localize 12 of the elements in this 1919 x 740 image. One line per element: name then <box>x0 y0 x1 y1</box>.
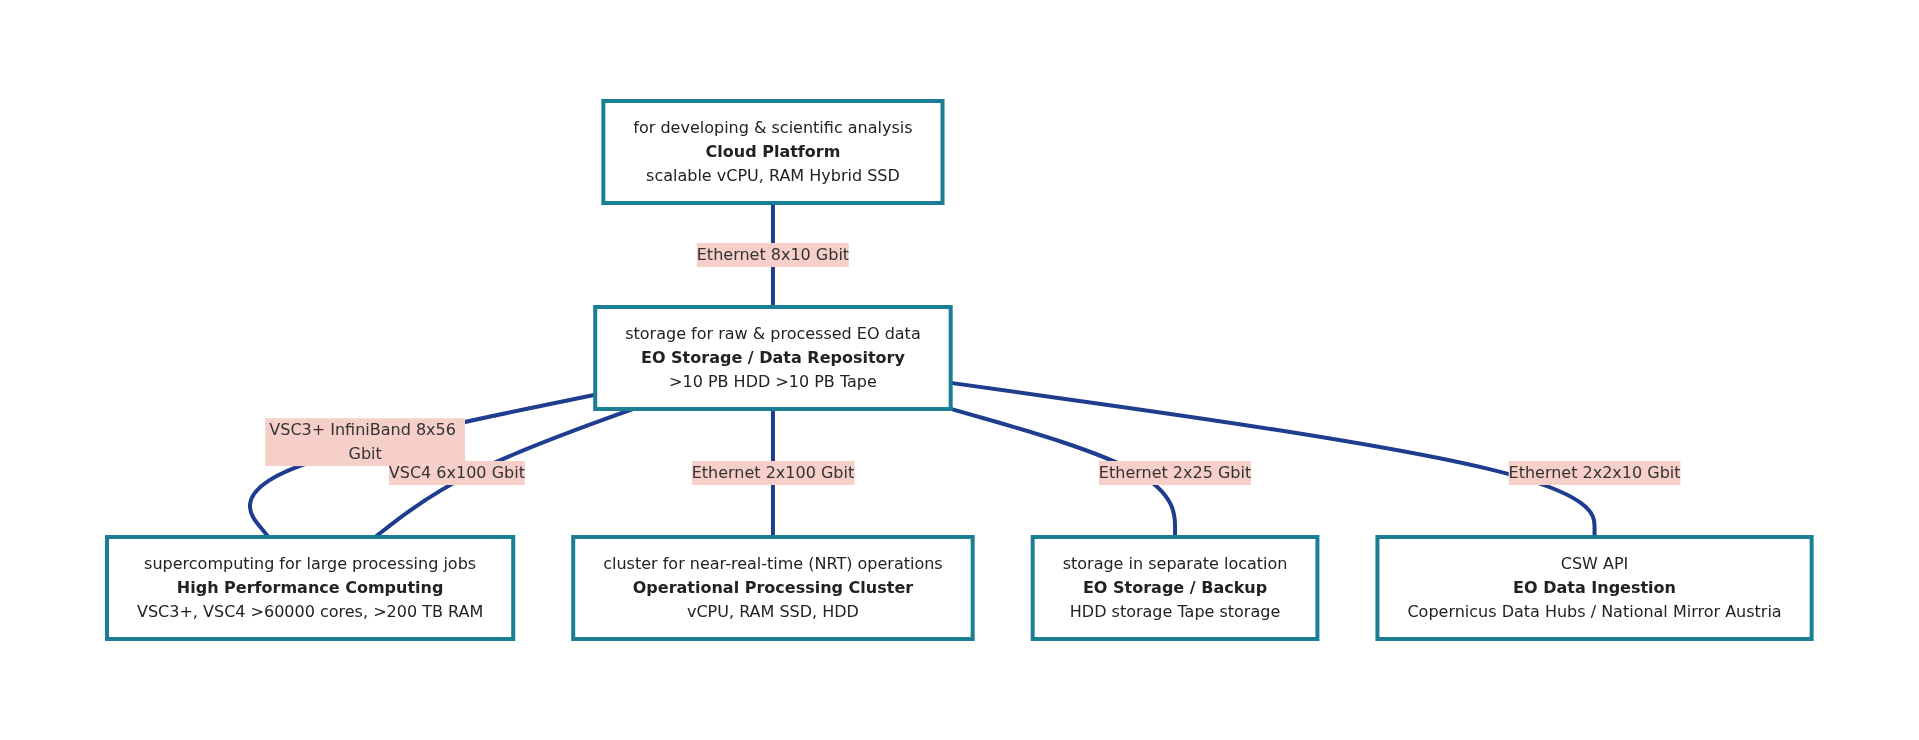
node-box: cluster for near-real-time (NRT) operations Operational Processing Cluster vCPU, RAM SSD, HDD <box>571 535 975 641</box>
node-box: storage for raw & processed EO data EO Storage / Data Repository >10 PB HDD >10 PB Tape <box>593 305 953 411</box>
node-box: storage in separate location EO Storage / Backup HDD storage Tape storage <box>1030 535 1320 641</box>
edge-label: Ethernet 2x2x10 Gbit <box>1508 463 1681 482</box>
edge-label: Ethernet 8x10 Gbit <box>696 245 850 264</box>
edge-label: VSC4 6x100 Gbit <box>388 463 526 482</box>
edge-label: Ethernet 2x100 Gbit <box>691 463 855 482</box>
node-box: CSW API EO Data Ingestion Copernicus Data Hubs / National Mirror Austria <box>1375 535 1814 641</box>
edge-label: Ethernet 2x25 Gbit <box>1099 463 1252 482</box>
edge-label: VSC3+ InfiniBand 8x56 Gbit <box>269 420 457 464</box>
node-box: for developing & scientific analysis Cloud Platform scalable vCPU, RAM Hybrid SSD <box>601 99 945 205</box>
node-box: supercomputing for large processing jobs High Performance Computing VSC3+, VSC4 >60000 cores, >200 TB RAM <box>105 535 516 641</box>
